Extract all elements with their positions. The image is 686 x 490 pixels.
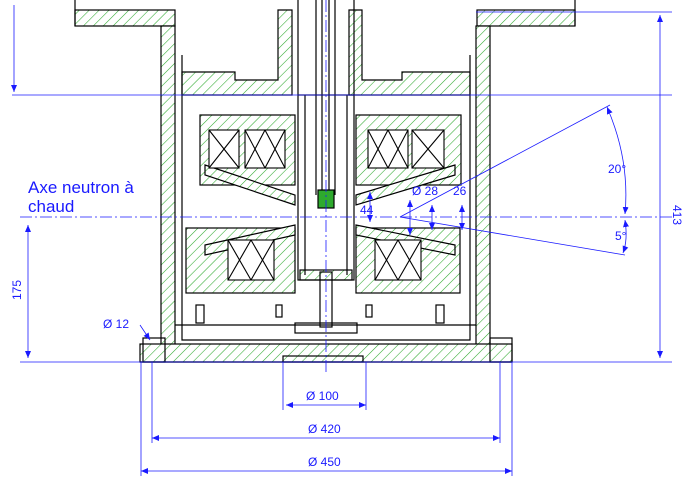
dim-angle-20: 20° [608, 162, 626, 176]
coil-upper-left-2 [244, 129, 286, 169]
coil-upper-right-1 [367, 129, 409, 169]
coil-lower-right [374, 239, 422, 281]
angle-20-line [399, 104, 611, 218]
dim-d100: Ø 100 [306, 389, 339, 403]
coil-upper-right-2 [411, 129, 445, 169]
outer-wall-right [475, 25, 491, 351]
dim-413: 413 [670, 205, 684, 225]
dim-d12: Ø 12 [103, 317, 129, 331]
shoulder-right [348, 9, 471, 96]
pole-upper-left [204, 164, 296, 206]
dim-44: 44 [360, 203, 374, 217]
dim-d450: Ø 450 [308, 455, 341, 469]
shoulder-left [181, 9, 293, 96]
dim-angle-5: 5° [615, 229, 627, 243]
top-flange-left [74, 9, 176, 27]
coil-upper-left-1 [208, 129, 240, 169]
axis-label-line2: chaud [28, 197, 74, 216]
outlines [74, 0, 576, 363]
dim-d28: Ø 28 [412, 184, 438, 198]
dimension-lines [11, 0, 672, 476]
angle-5-line [399, 216, 626, 256]
pole-upper-right [355, 164, 456, 206]
coil-lower-left [227, 239, 275, 281]
dim-d420: Ø 420 [308, 422, 341, 436]
hatched-parts [74, 9, 576, 363]
axis-label-line1: Axe neutron à [28, 178, 134, 197]
coils [208, 129, 445, 281]
outer-wall-left [160, 25, 176, 351]
dim-26: 26 [453, 184, 467, 198]
dim-175: 175 [10, 280, 24, 300]
